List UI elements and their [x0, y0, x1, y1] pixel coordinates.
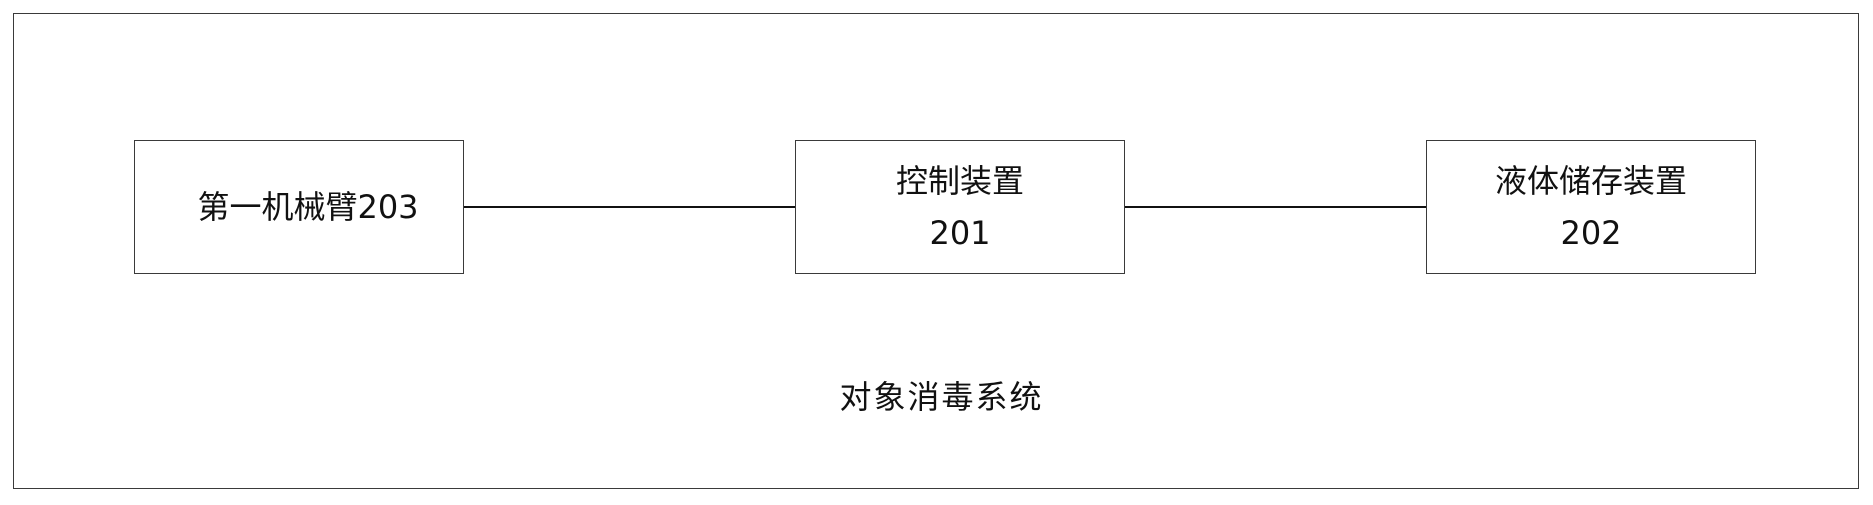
liquid-storage-device-number: 202 [1560, 214, 1622, 252]
first-robotic-arm-label: 第一机械臂203 [197, 188, 419, 226]
control-device-box: 控制装置 201 [795, 140, 1125, 274]
liquid-storage-device-box: 液体储存装置 202 [1426, 140, 1756, 274]
control-device-number: 201 [929, 214, 991, 252]
system-title: 对象消毒系统 [839, 378, 1044, 416]
system-boundary [13, 13, 1859, 489]
first-robotic-arm-box: 第一机械臂203 [134, 140, 464, 274]
control-device-label: 控制装置 [895, 162, 1024, 200]
connector-control-to-storage [1125, 206, 1426, 208]
liquid-storage-device-label: 液体储存装置 [1494, 162, 1687, 200]
connector-arm-to-control [464, 206, 795, 208]
